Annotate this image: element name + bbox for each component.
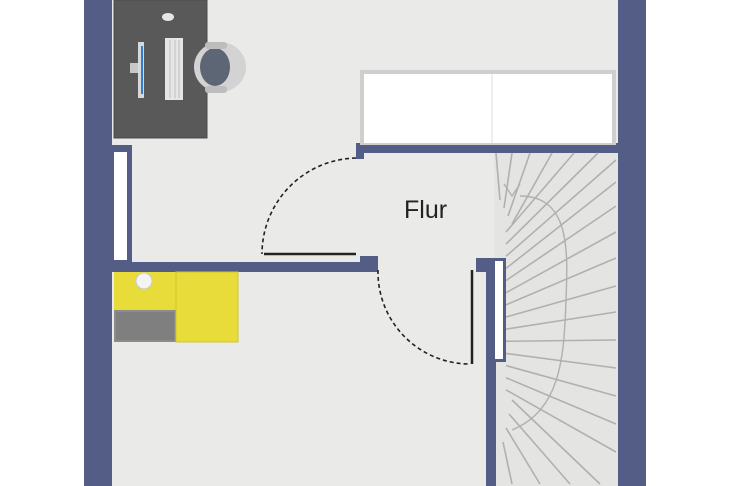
- stair-tread: [505, 285, 617, 318]
- wall-interior-horizontal: [112, 262, 378, 272]
- door-swing-lower-icon: [377, 269, 474, 365]
- stair-tread: [505, 364, 617, 397]
- washbasin-icon: [114, 272, 176, 342]
- stair-arrow-icon: [503, 183, 521, 198]
- stair-tread: [505, 311, 617, 330]
- wall-stair-vertical: [486, 258, 496, 486]
- monitor-icon: [130, 42, 144, 98]
- cabinet-icon: [360, 70, 616, 145]
- desk-icon: [113, 0, 208, 139]
- wall-right: [618, 0, 646, 486]
- wall-interior-top-stub: [356, 143, 364, 159]
- keyboard-icon: [165, 38, 183, 100]
- stair-tread: [503, 152, 513, 209]
- stair-tread: [505, 159, 617, 257]
- stair-tread: [505, 427, 541, 485]
- room-label-flur: Flur: [404, 196, 448, 224]
- stair-tread: [505, 389, 617, 453]
- wall-interior-horizontal-stub: [360, 256, 378, 272]
- door-swing-icon: [261, 157, 357, 256]
- office-chair-icon: [194, 42, 246, 93]
- stair-tread: [505, 152, 575, 233]
- staircase-icon: [495, 152, 617, 485]
- stair-tread: [511, 152, 553, 225]
- stair-tread: [502, 441, 513, 485]
- stair-tread: [505, 231, 617, 294]
- stair-tread: [495, 152, 501, 201]
- wall-left: [84, 0, 112, 486]
- stair-tread: [505, 376, 617, 425]
- stair-handrail: [492, 258, 506, 362]
- mouse-icon: [162, 13, 174, 21]
- stair-tread: [511, 399, 601, 485]
- stair-tread: [505, 257, 617, 306]
- wall-interior-top: [356, 143, 618, 153]
- stair-tread: [505, 152, 599, 245]
- window-left-glass: [114, 152, 127, 260]
- stair-tread: [505, 205, 617, 282]
- stair-walking-line: [511, 195, 568, 431]
- stair-tread: [508, 413, 571, 485]
- staircase-area: [494, 153, 618, 486]
- wall-stair-stub: [476, 258, 496, 272]
- cabinet-yellow: [175, 271, 239, 343]
- stair-tread: [505, 339, 617, 343]
